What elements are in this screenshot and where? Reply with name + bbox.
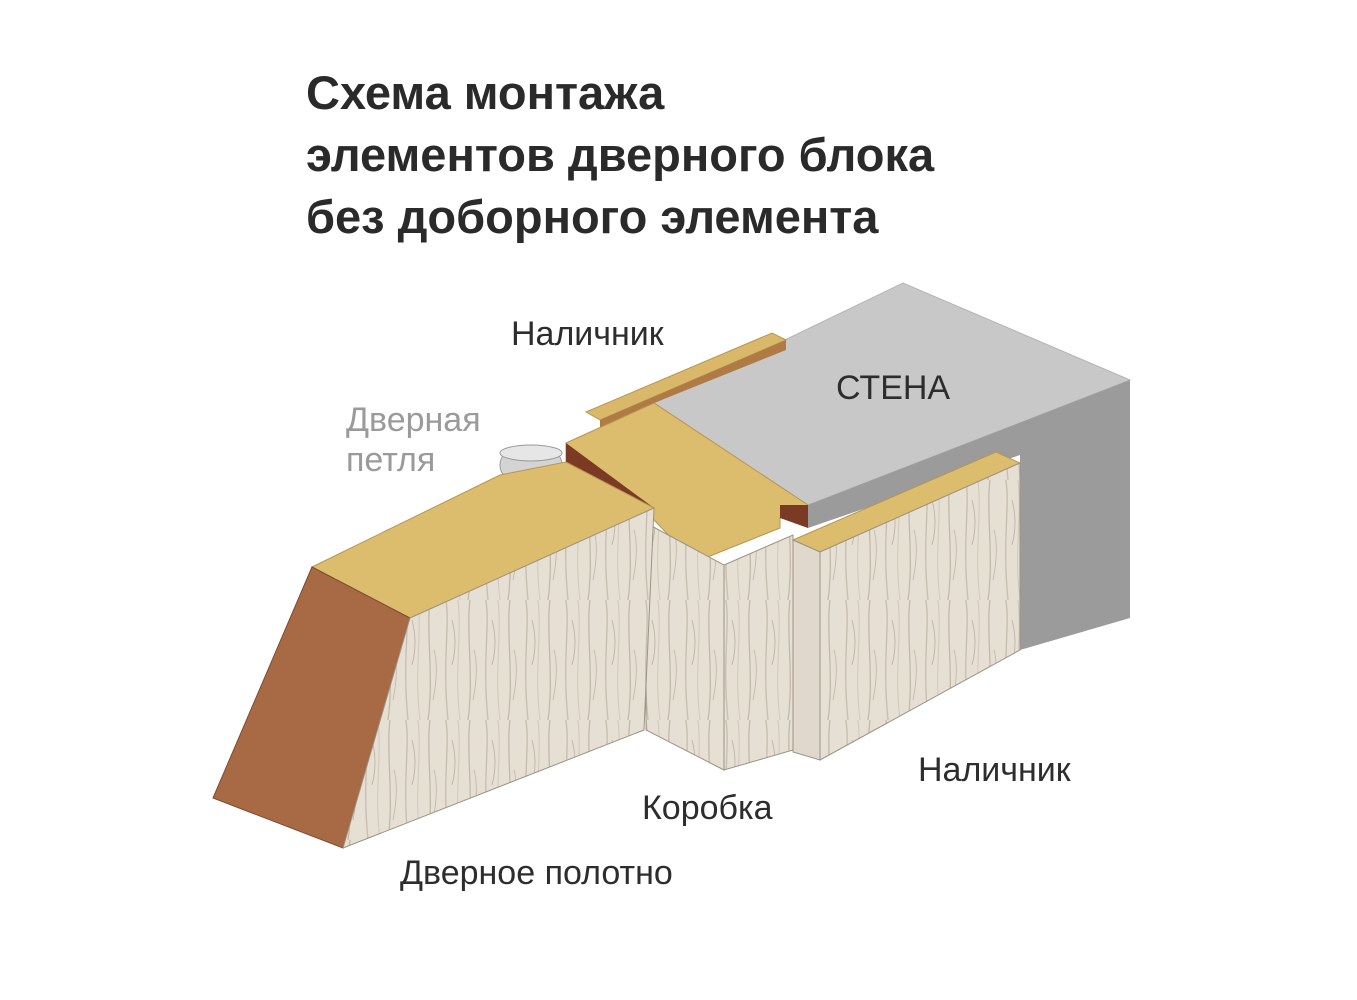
label-top-casing: Наличник xyxy=(511,315,664,353)
bottom-casing xyxy=(791,451,1022,761)
label-wall: СТЕНА xyxy=(836,369,951,407)
wall-side xyxy=(808,380,1130,650)
door-leaf xyxy=(212,461,656,849)
door-frame xyxy=(565,402,810,771)
frame-rebate xyxy=(780,505,808,528)
door-leaf-face xyxy=(342,507,655,849)
title-line-3: без доборного элемента xyxy=(306,190,879,243)
title-line-1: Схема монтажа xyxy=(306,66,665,119)
frame-face xyxy=(645,522,725,771)
title-line-2: элементов дверного блока xyxy=(306,128,935,181)
label-door-leaf: Дверное полотно xyxy=(400,854,673,892)
label-bottom-casing: Наличник xyxy=(918,751,1071,789)
label-door-hinge-line-2: петля xyxy=(346,441,436,479)
label-door-hinge: Дверная петля xyxy=(346,400,481,480)
diagram-title: Схема монтажа элементов дверного блока б… xyxy=(306,62,934,248)
frame-face-right xyxy=(723,534,794,771)
label-door-hinge-line-1: Дверная xyxy=(346,401,481,439)
label-frame: Коробка xyxy=(642,789,773,827)
